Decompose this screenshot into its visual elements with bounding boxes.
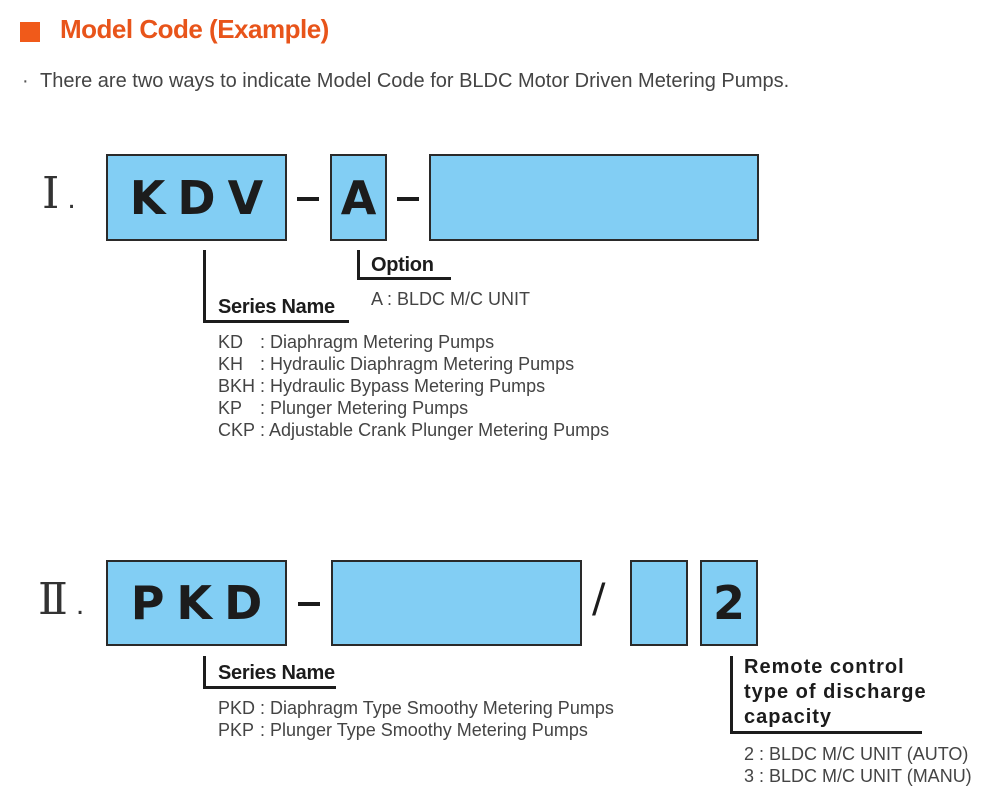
section2-numeral: Ⅱ. bbox=[38, 574, 84, 625]
option-callout-vline bbox=[357, 250, 360, 280]
section1-series-box: KDV bbox=[106, 154, 287, 241]
series1-callout-vline bbox=[203, 250, 206, 323]
list-item-desc: : Diaphragm Metering Pumps bbox=[260, 332, 495, 352]
option-callout-hline bbox=[357, 277, 451, 280]
section2-numeral-glyph: Ⅱ bbox=[38, 575, 68, 624]
list-item-code: BKH bbox=[218, 376, 256, 396]
section2-remote-box: 2 bbox=[700, 560, 758, 646]
list-item-desc: : Hydraulic Bypass Metering Pumps bbox=[260, 376, 546, 396]
list-item: BKH: Hydraulic Bypass Metering Pumps bbox=[218, 375, 609, 397]
list-item-code: KP bbox=[218, 398, 243, 418]
list-item: 3 : BLDC M/C UNIT (MANU) bbox=[744, 766, 972, 786]
series2-label: Series Name bbox=[218, 662, 335, 684]
list-item: KH : Hydraulic Diaphragm Metering Pumps bbox=[218, 353, 609, 375]
list-item: KP : Plunger Metering Pumps bbox=[218, 397, 609, 419]
list-item-desc: : Adjustable Crank Plunger Metering Pump… bbox=[260, 420, 610, 440]
intro-text: There are two ways to indicate Model Cod… bbox=[40, 70, 790, 92]
list-item: PKD: Diaphragm Type Smoothy Metering Pum… bbox=[218, 697, 614, 719]
list-item-desc: : Plunger Metering Pumps bbox=[260, 398, 469, 418]
intro-bullet: · bbox=[22, 70, 29, 92]
remote-list: 2 : BLDC M/C UNIT (AUTO) 3 : BLDC M/C UN… bbox=[744, 743, 972, 787]
section1-empty-box bbox=[429, 154, 759, 241]
list-item-code: PKD bbox=[218, 698, 256, 718]
list-item: CKP: Adjustable Crank Plunger Metering P… bbox=[218, 419, 609, 441]
section1-numeral-glyph: Ⅰ bbox=[42, 169, 60, 218]
list-item-code: CKP bbox=[218, 420, 256, 440]
section2-empty-box-2 bbox=[630, 560, 688, 646]
page-title: Model Code (Example) bbox=[60, 14, 329, 44]
list-item-code: KH bbox=[218, 354, 244, 374]
option-text: A : BLDC M/C UNIT bbox=[371, 289, 531, 309]
section1-option-box: A bbox=[330, 154, 387, 241]
section2-empty-box-1 bbox=[331, 560, 582, 646]
section2-dash bbox=[298, 602, 320, 606]
list-item: PKP: Plunger Type Smoothy Metering Pumps bbox=[218, 719, 614, 741]
section2-numeral-dot: . bbox=[75, 588, 85, 621]
series2-callout-hline bbox=[203, 686, 336, 689]
series2-callout-vline bbox=[203, 656, 206, 689]
section2-series-box: PKD bbox=[106, 560, 287, 646]
list-item-desc: : Plunger Type Smoothy Metering Pumps bbox=[260, 720, 588, 740]
list-item: KD : Diaphragm Metering Pumps bbox=[218, 331, 609, 353]
list-item: 2 : BLDC M/C UNIT (AUTO) bbox=[744, 744, 969, 764]
list-item-code: PKP bbox=[218, 720, 255, 740]
section1-numeral-dot: . bbox=[67, 182, 76, 215]
section2-slash: / bbox=[592, 576, 606, 622]
remote-callout-vline bbox=[730, 656, 733, 734]
section1-dash-2 bbox=[397, 197, 419, 201]
series1-callout-hline bbox=[203, 320, 349, 323]
series1-label: Series Name bbox=[218, 296, 335, 318]
section1-dash-1 bbox=[297, 197, 319, 201]
list-item-desc: : Hydraulic Diaphragm Metering Pumps bbox=[260, 354, 575, 374]
section1-numeral: Ⅰ. bbox=[42, 168, 76, 219]
series2-list: PKD: Diaphragm Type Smoothy Metering Pum… bbox=[218, 697, 614, 741]
option-label: Option bbox=[371, 254, 434, 276]
remote-label: Remote control type of discharge capacit… bbox=[744, 656, 927, 728]
series1-list: KD : Diaphragm Metering Pumps KH : Hydraul… bbox=[218, 331, 609, 441]
remote-callout-hline bbox=[730, 731, 922, 734]
title-square-icon bbox=[20, 22, 40, 42]
list-item-code: KD bbox=[218, 332, 244, 352]
list-item-desc: : Diaphragm Type Smoothy Metering Pumps bbox=[260, 698, 614, 718]
